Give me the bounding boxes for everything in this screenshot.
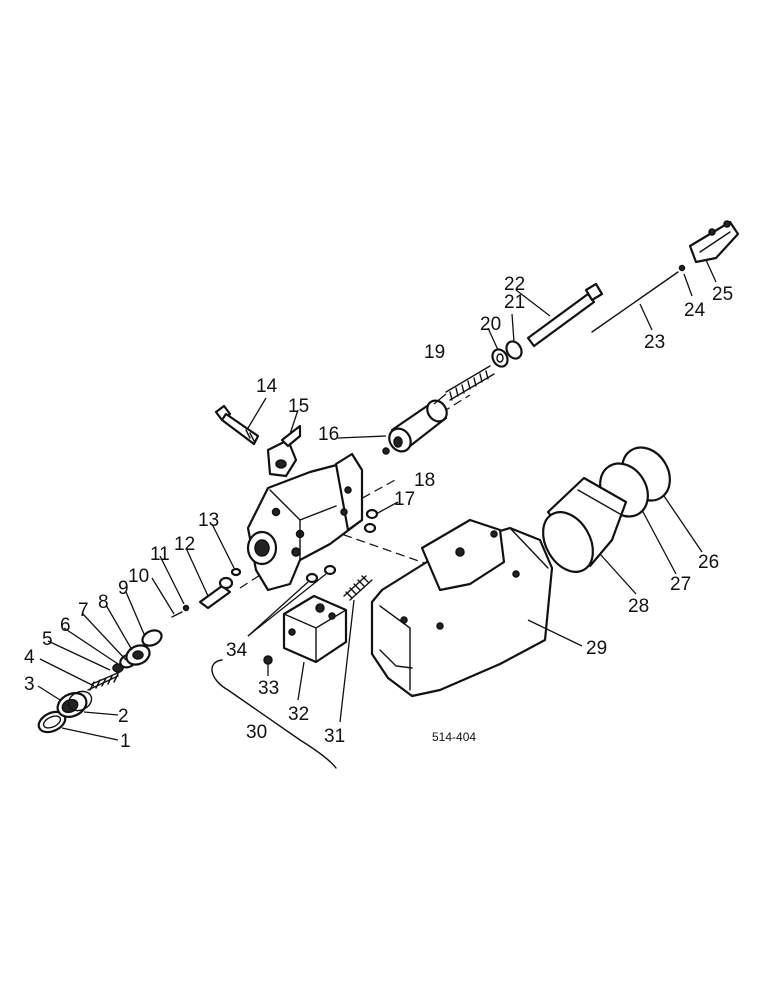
callout-12: 12 <box>174 534 195 555</box>
callout-25: 25 <box>712 284 733 305</box>
callout-28: 28 <box>628 596 649 617</box>
part-29-cylinder-housing <box>370 518 554 698</box>
callout-22: 22 <box>504 274 525 295</box>
callout-24: 24 <box>684 300 706 321</box>
leader-lines <box>37 259 717 741</box>
part-19-spring <box>445 365 495 401</box>
drawing-code: 514-404 <box>432 730 476 744</box>
callout-1: 1 <box>120 731 131 752</box>
callout-29: 29 <box>586 638 607 659</box>
callout-18: 18 <box>414 470 435 491</box>
callout-labels: 1 2 3 4 5 6 7 8 9 10 11 12 13 14 15 16 1… <box>24 274 733 752</box>
valve-body <box>246 452 364 592</box>
callout-34: 34 <box>226 640 248 661</box>
callout-13: 13 <box>198 510 219 531</box>
part-24-pin <box>678 264 686 272</box>
part-4-spring <box>87 671 121 691</box>
part-22-rod <box>526 282 604 348</box>
callout-11: 11 <box>150 544 170 565</box>
callout-26: 26 <box>698 552 719 573</box>
part-32-relief-block <box>282 594 348 664</box>
part-11-pin <box>171 604 190 618</box>
part-28-piston <box>542 476 628 573</box>
part-5-9-poppet-seals <box>112 629 163 673</box>
part-31-spring <box>343 575 373 601</box>
callout-33: 33 <box>258 678 279 699</box>
callout-19: 19 <box>424 342 445 363</box>
callout-32: 32 <box>288 704 309 725</box>
callout-14: 14 <box>256 376 278 397</box>
part-20-washer <box>491 348 509 368</box>
callout-5: 5 <box>42 629 53 650</box>
callout-3: 3 <box>24 674 35 695</box>
callout-27: 27 <box>670 574 691 595</box>
callout-2: 2 <box>118 706 129 727</box>
part-34-o-rings <box>305 564 337 584</box>
part-13-o-ring <box>230 567 242 577</box>
callout-4: 4 <box>24 647 35 668</box>
callout-10: 10 <box>128 566 149 587</box>
callout-15: 15 <box>288 396 309 417</box>
callout-30: 30 <box>246 722 267 743</box>
part-25-clevis <box>688 220 740 264</box>
part-12-plunger <box>198 576 234 610</box>
part-14-bolt <box>214 404 260 446</box>
part-21-o-ring <box>505 340 523 360</box>
callout-20: 20 <box>480 314 501 335</box>
callout-9: 9 <box>118 578 129 599</box>
callout-16: 16 <box>318 424 339 445</box>
part-23-wire <box>591 271 679 333</box>
callout-17: 17 <box>394 489 415 510</box>
part-16-spool <box>388 399 448 453</box>
callout-23: 23 <box>644 332 665 353</box>
part-15-bracket <box>266 424 302 478</box>
callout-21: 21 <box>504 292 525 313</box>
callout-8: 8 <box>98 592 109 613</box>
callout-6: 6 <box>60 615 71 636</box>
part-30-assembly-brace <box>211 659 337 769</box>
callout-31: 31 <box>324 726 345 747</box>
part-33-plug <box>263 655 273 665</box>
part-17-o-rings <box>363 508 379 534</box>
part-2-3-plug <box>56 690 93 718</box>
part-18-ball <box>382 447 390 455</box>
callout-7: 7 <box>78 600 89 621</box>
